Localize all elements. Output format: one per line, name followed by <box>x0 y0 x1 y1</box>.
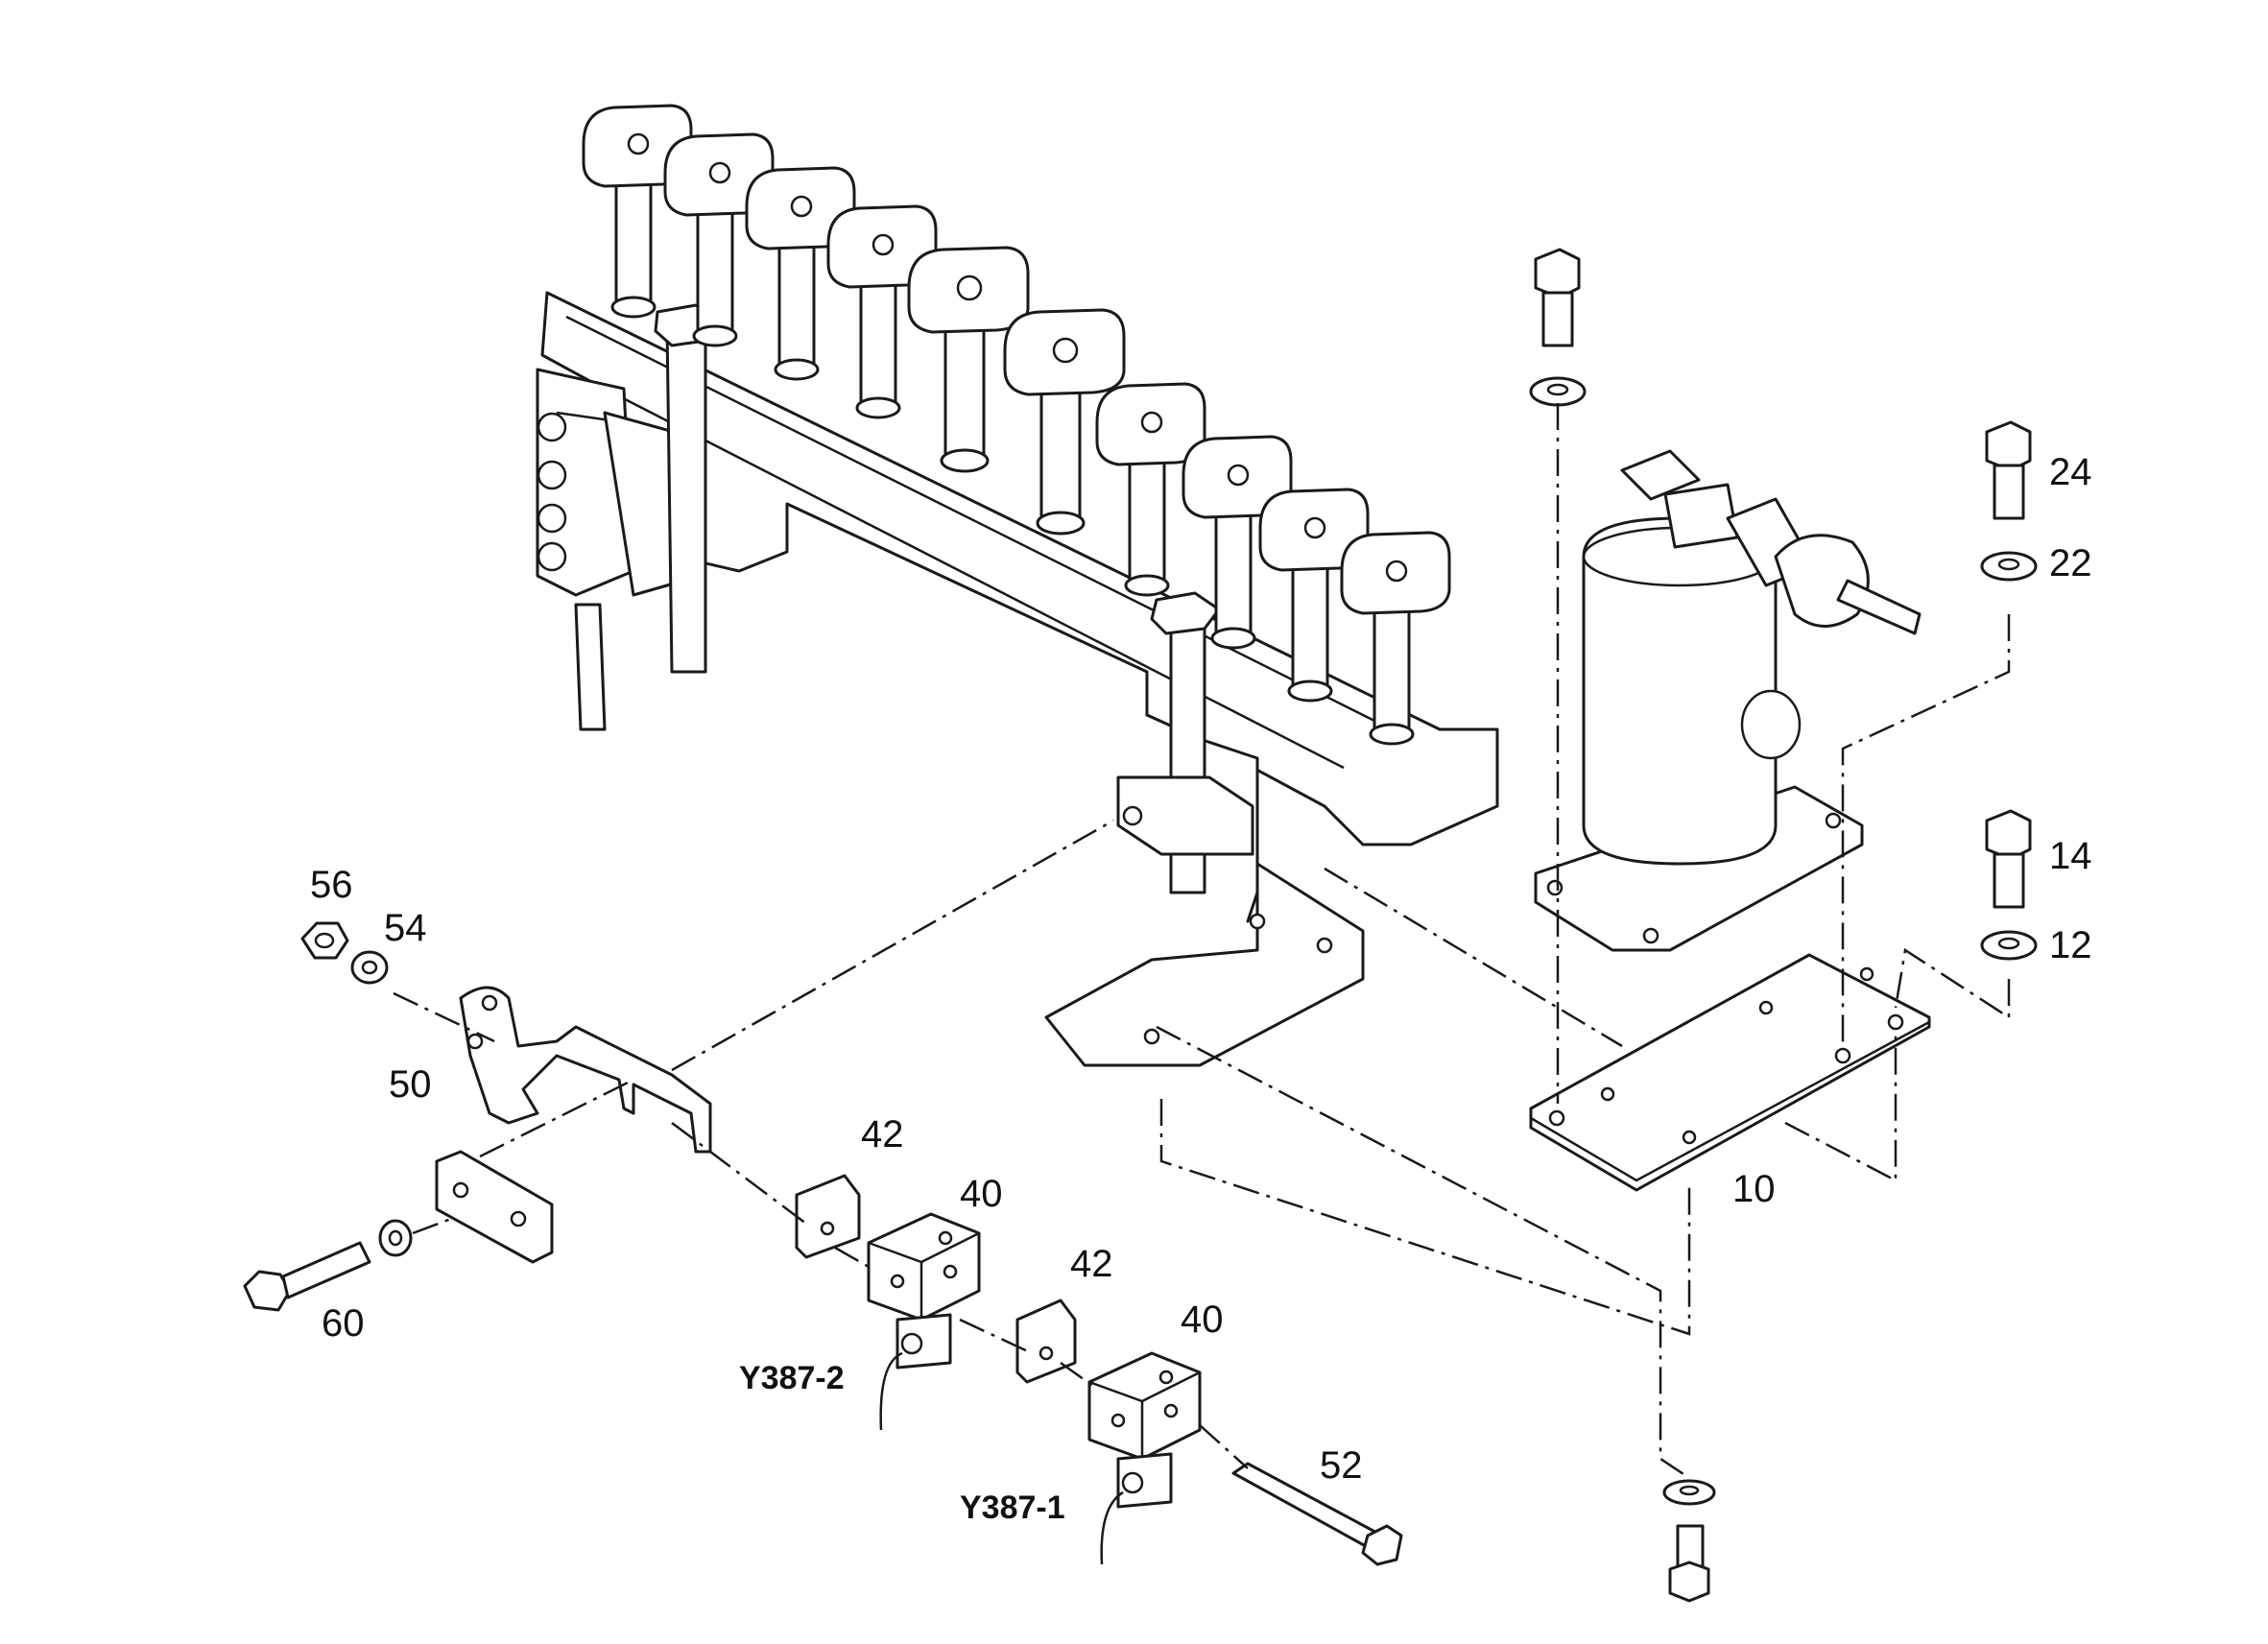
bolt-washer-top <box>1529 248 1587 407</box>
callout-42-upper: 42 <box>861 1113 904 1156</box>
callout-40-lower: 40 <box>1181 1299 1224 1341</box>
callout-10: 10 <box>1732 1168 1776 1210</box>
callout-22: 22 <box>2049 542 2092 584</box>
callout-50: 50 <box>389 1063 432 1106</box>
bolt-washer-24-22 <box>1980 420 2038 582</box>
gasket-42-lower <box>1015 1299 1077 1384</box>
gasket-42-upper <box>795 1174 861 1259</box>
callout-52: 52 <box>1320 1444 1363 1487</box>
mounting-plate-10 <box>1529 953 1931 1192</box>
nut-56 <box>300 921 349 960</box>
leader-lines <box>393 403 2011 1480</box>
valve-40-upper <box>867 1212 981 1431</box>
bracket-50 <box>459 986 712 1154</box>
bolt-60 <box>243 1241 371 1312</box>
bolt-washer-14-12 <box>1980 809 2038 961</box>
bolt-washer-bottom <box>1662 1479 1716 1603</box>
valve-40-lower <box>1087 1351 1202 1565</box>
callout-14: 14 <box>2049 835 2092 877</box>
plate-spacer <box>435 1150 554 1264</box>
callout-40-upper: 40 <box>960 1173 1003 1215</box>
distribution-manifold <box>536 104 1499 1067</box>
callout-y387-1: Y387-1 <box>960 1489 1065 1526</box>
callout-60: 60 <box>322 1302 365 1345</box>
callout-24: 24 <box>2049 451 2092 493</box>
bolt-52 <box>1231 1462 1403 1566</box>
outlet-posts <box>582 104 1451 746</box>
callout-56: 56 <box>310 864 353 906</box>
washer-60 <box>378 1219 413 1257</box>
callout-12: 12 <box>2049 924 2092 966</box>
callout-42-lower: 42 <box>1070 1243 1113 1285</box>
receiver-tank <box>1534 449 1922 952</box>
callout-y387-2: Y387-2 <box>739 1360 845 1396</box>
callout-54: 54 <box>384 907 427 949</box>
washer-54 <box>350 950 389 985</box>
callout-labels: 56 54 50 60 42 40 42 40 52 10 24 22 14 1… <box>310 451 2092 1526</box>
